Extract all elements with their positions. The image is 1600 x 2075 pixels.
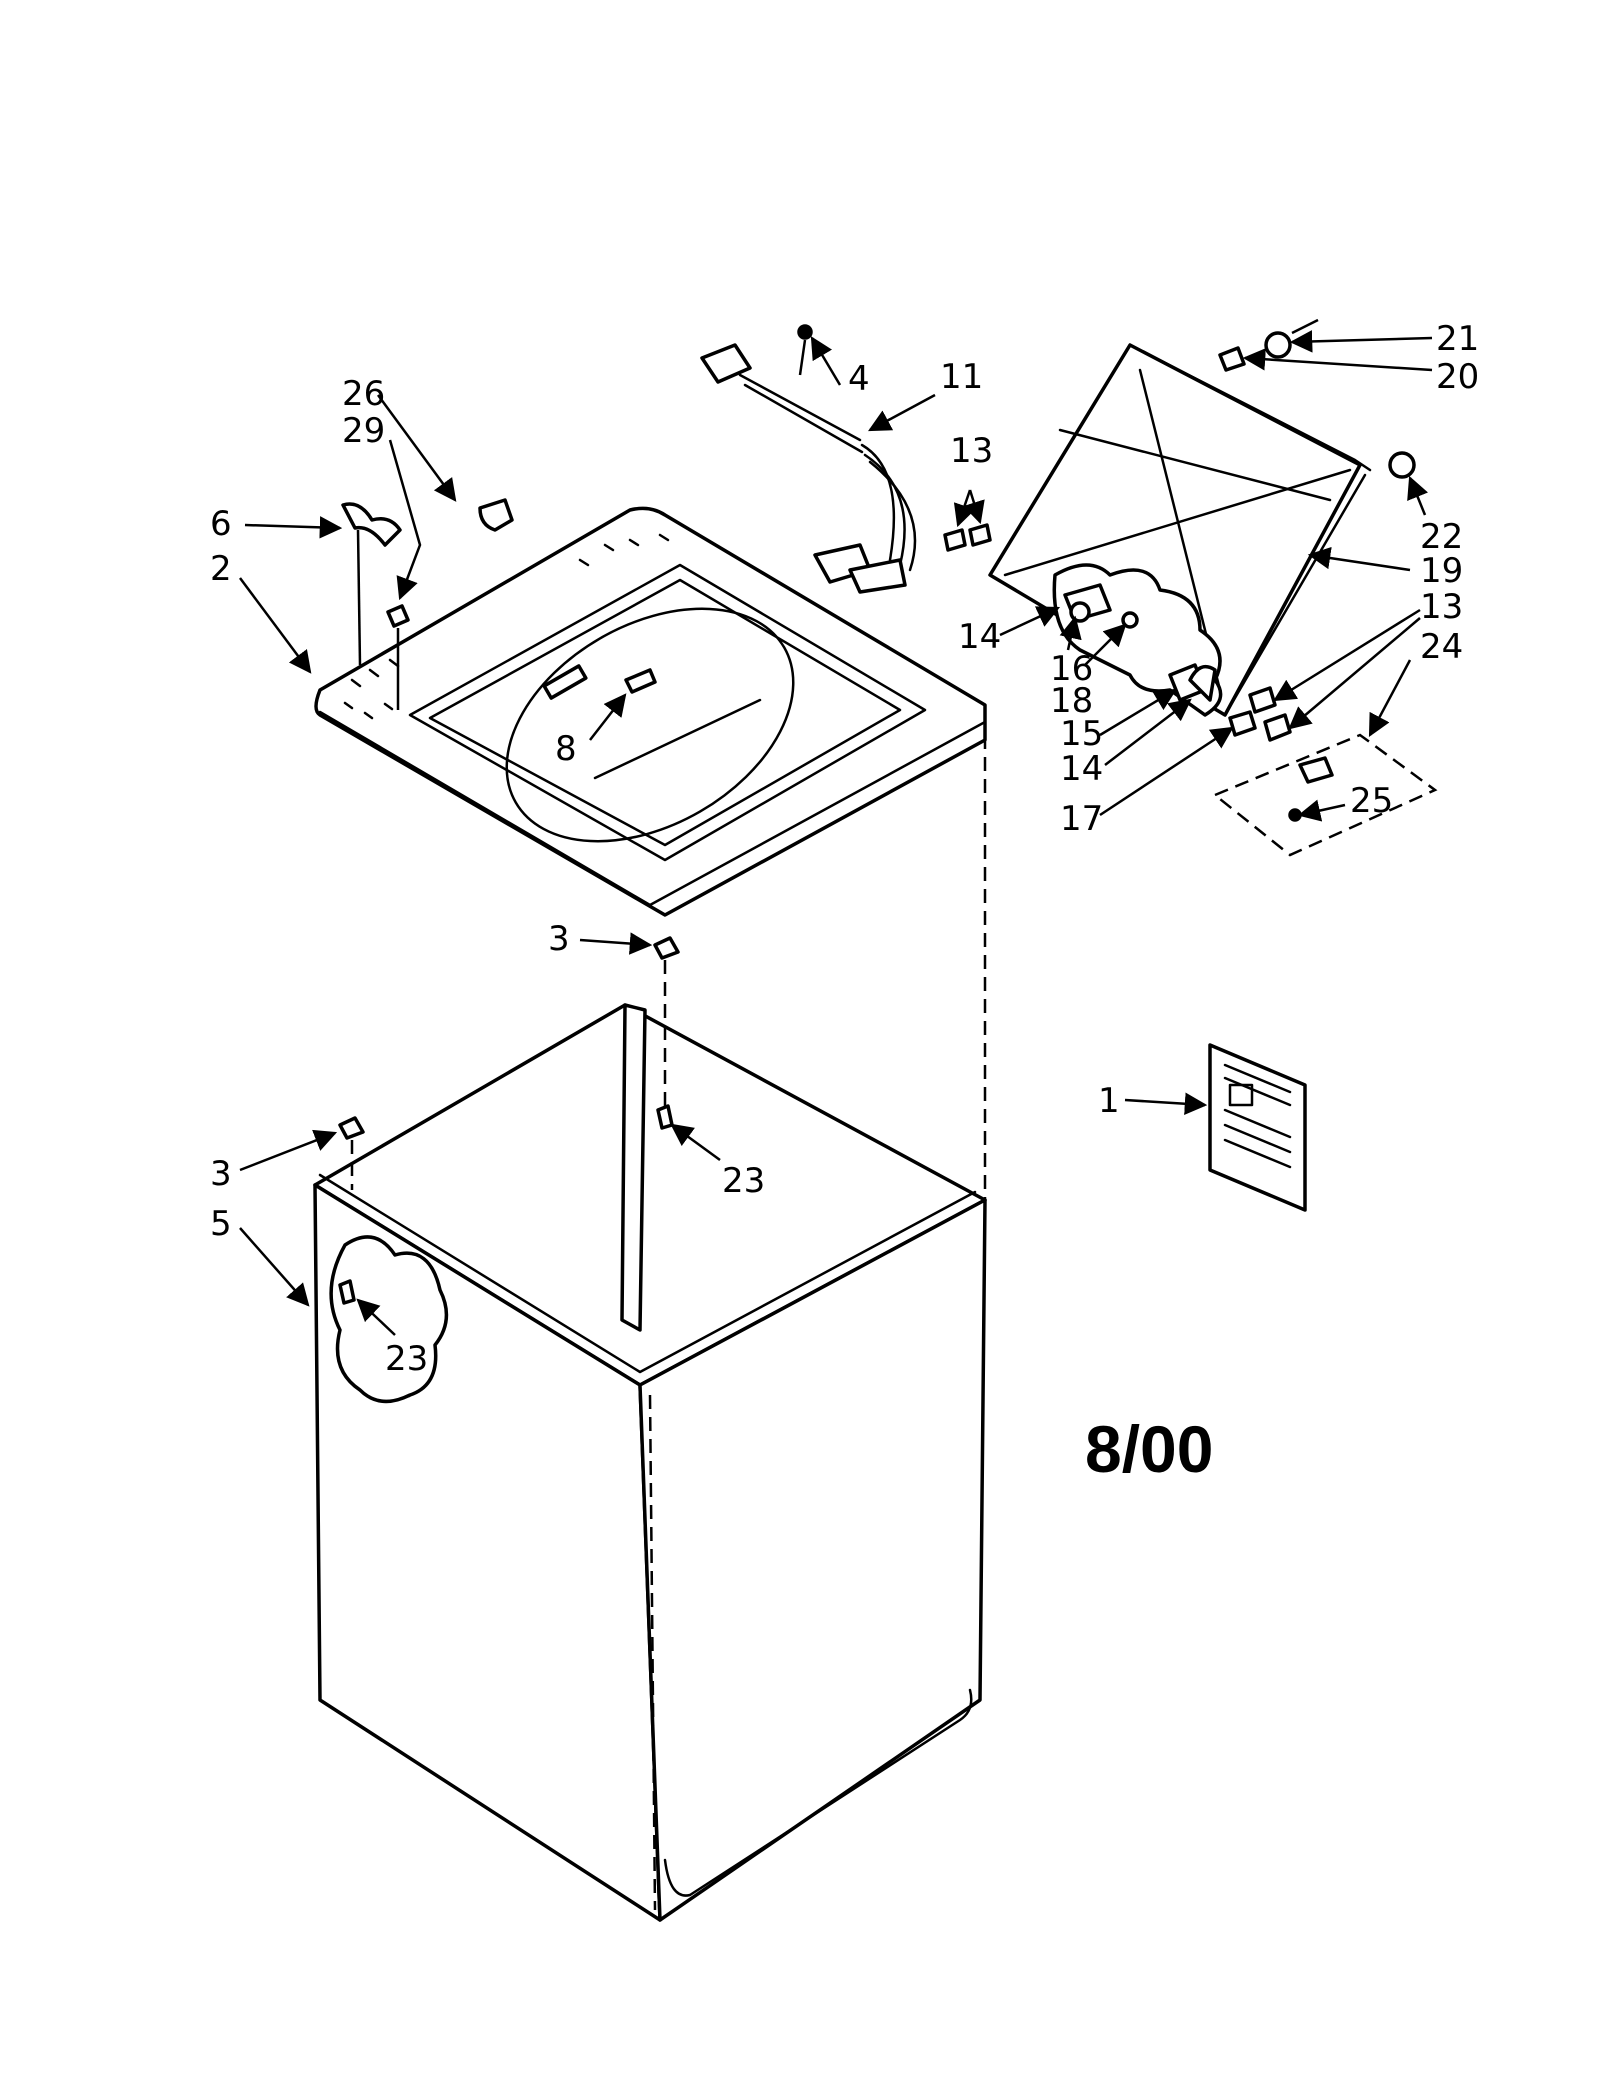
- callout-8: 8: [555, 729, 577, 769]
- callout-11: 11: [940, 357, 983, 397]
- callout-14-upper: 14: [958, 617, 1001, 657]
- lid-bumper-22: [1388, 451, 1416, 479]
- callout-15: 15: [1060, 714, 1103, 754]
- callout-13-top: 13: [950, 431, 993, 471]
- callout-17: 17: [1060, 799, 1103, 839]
- callout-1: 1: [1098, 1081, 1120, 1121]
- callout-23-left: 23: [385, 1339, 428, 1379]
- cabinet-cutaway: [329, 1235, 449, 1404]
- callout-22: 22: [1420, 517, 1463, 557]
- callout-19: 19: [1420, 551, 1463, 591]
- washer-top: [314, 506, 987, 917]
- callout-4: 4: [848, 359, 870, 399]
- callout-21: 21: [1436, 319, 1479, 359]
- screw-part-8: [624, 668, 657, 694]
- lid-hinge-cutaway: [1052, 563, 1223, 717]
- screw-part-4: [797, 324, 813, 376]
- hinge-kit-bag: [1212, 733, 1438, 857]
- callout-2: 2: [210, 549, 232, 589]
- callout-16: 16: [1050, 649, 1093, 689]
- callout-24: 24: [1420, 627, 1463, 667]
- callout-labels: 1 2 3 3 4 5 6 8 11 13 13 14 14 15 16 17 …: [210, 319, 1479, 1486]
- callout-3-left: 3: [210, 1154, 232, 1194]
- callout-13-right: 13: [1420, 587, 1463, 627]
- clip-part-26: [478, 498, 514, 532]
- literature-card: [1208, 1043, 1307, 1212]
- screws-part-13-upper: [943, 523, 992, 552]
- switch-part-29: [386, 604, 410, 710]
- callout-6: 6: [210, 504, 232, 544]
- date-code: 8/00: [1085, 1412, 1213, 1486]
- callout-18: 18: [1050, 681, 1093, 721]
- callout-14-lower: 14: [1060, 749, 1103, 789]
- corner-clip-3-front: [338, 1116, 365, 1305]
- cabinet: [313, 735, 987, 1922]
- callout-26: 26: [342, 374, 385, 414]
- callout-25: 25: [1350, 781, 1393, 821]
- callout-20: 20: [1436, 357, 1479, 397]
- callout-5: 5: [210, 1204, 232, 1244]
- screws-part-13-lower: [1228, 686, 1292, 742]
- switch-bracket: [341, 502, 402, 666]
- wire-harness: [700, 343, 917, 594]
- callout-29: 29: [342, 411, 385, 451]
- leader-lines: [238, 330, 1433, 1336]
- callout-3-top: 3: [548, 919, 570, 959]
- callout-23-top: 23: [722, 1161, 765, 1201]
